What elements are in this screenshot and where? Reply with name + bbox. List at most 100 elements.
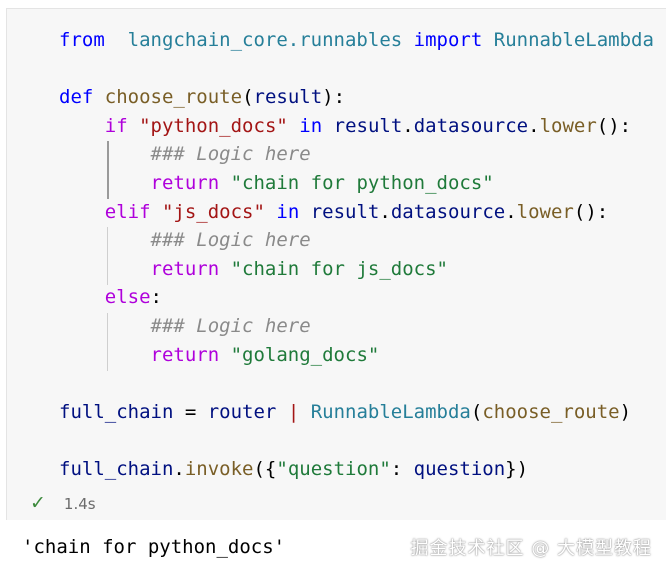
code-line: return "chain for python_docs" bbox=[59, 169, 654, 198]
code-line: from langchain_core.runnables import Run… bbox=[59, 26, 654, 55]
code-token bbox=[276, 401, 287, 423]
code-token bbox=[128, 115, 139, 137]
code-token: (): bbox=[596, 114, 632, 137]
code-token bbox=[59, 201, 105, 223]
code-token bbox=[219, 344, 230, 366]
code-token: question bbox=[413, 457, 506, 480]
code-token: in bbox=[299, 114, 323, 137]
code-token: ( bbox=[470, 400, 483, 423]
code-token: "chain for python_docs" bbox=[230, 171, 494, 194]
code-token bbox=[59, 115, 105, 137]
code-token bbox=[288, 115, 299, 137]
code-token: full_chain bbox=[59, 400, 174, 423]
code-token: ): bbox=[322, 86, 346, 109]
code-token: ### Logic here bbox=[150, 143, 311, 166]
code-token: result bbox=[310, 200, 380, 223]
watermark: 掘金技术社区 @ 大模型教程 bbox=[410, 538, 652, 559]
code-token bbox=[93, 86, 104, 108]
code-token bbox=[402, 29, 413, 51]
cell-status: ✓ 1.4s bbox=[30, 494, 96, 513]
indent-guide-active bbox=[107, 141, 109, 199]
code-line: return "chain for js_docs" bbox=[59, 255, 654, 284]
indent-guide bbox=[107, 227, 108, 285]
code-token: . bbox=[505, 200, 517, 223]
code-token bbox=[59, 172, 151, 194]
code-token: router bbox=[207, 400, 277, 423]
code-token: . bbox=[528, 114, 540, 137]
code-token: ### Logic here bbox=[150, 314, 311, 337]
indent-guide bbox=[107, 313, 108, 371]
code-token: RunnableLambda bbox=[493, 29, 654, 51]
code-token: result bbox=[333, 114, 403, 137]
code-token: RunnableLambda bbox=[310, 400, 471, 423]
code-line: else: bbox=[59, 283, 654, 312]
code-token: full_chain bbox=[59, 457, 174, 480]
code-token: "python_docs" bbox=[139, 114, 288, 137]
code-token: in bbox=[276, 200, 300, 223]
code-token bbox=[299, 201, 310, 223]
code-token bbox=[59, 315, 151, 337]
code-token bbox=[59, 258, 151, 280]
code-token: . bbox=[173, 457, 185, 480]
code-line: return "golang_docs" bbox=[59, 341, 654, 370]
code-line bbox=[59, 55, 654, 84]
code-token: "js_docs" bbox=[161, 200, 265, 223]
code-token bbox=[299, 401, 310, 423]
code-token: return bbox=[150, 171, 220, 194]
code-token: datasource bbox=[390, 200, 506, 223]
code-cell[interactable]: from langchain_core.runnables import Run… bbox=[6, 8, 666, 520]
code-token bbox=[219, 258, 230, 280]
code-token: ### Logic here bbox=[150, 229, 311, 252]
code-token bbox=[482, 29, 493, 51]
code-token bbox=[59, 229, 151, 251]
code-token: lower bbox=[539, 114, 597, 137]
code-line: ### Logic here bbox=[59, 312, 654, 341]
execution-time: 1.4s bbox=[63, 494, 96, 513]
code-token bbox=[219, 172, 230, 194]
code-token: }) bbox=[505, 457, 529, 480]
code-token: ({ bbox=[253, 457, 277, 480]
code-token: = bbox=[173, 400, 208, 423]
code-token bbox=[322, 115, 333, 137]
code-token bbox=[59, 286, 105, 308]
code-line: def choose_route(result): bbox=[59, 83, 654, 112]
code-line: full_chain.invoke({"question": question}… bbox=[59, 455, 654, 484]
code-token: ) bbox=[619, 400, 632, 423]
code-line: full_chain = router | RunnableLambda(cho… bbox=[59, 398, 654, 427]
code-token: import bbox=[413, 29, 483, 51]
check-icon: ✓ bbox=[30, 492, 46, 514]
code-token: langchain_core.runnables bbox=[127, 29, 403, 51]
code-token bbox=[59, 344, 151, 366]
code-token: . bbox=[379, 200, 391, 223]
code-token: datasource bbox=[413, 114, 529, 137]
code-token: if bbox=[104, 114, 128, 137]
code-line: ### Logic here bbox=[59, 140, 654, 169]
code-token: result bbox=[253, 86, 323, 109]
code-token: else bbox=[104, 286, 151, 309]
code-token: . bbox=[402, 114, 414, 137]
code-line: ### Logic here bbox=[59, 226, 654, 255]
code-token: : bbox=[390, 457, 414, 480]
code-token: "golang_docs" bbox=[230, 343, 380, 366]
code-token bbox=[151, 201, 162, 223]
code-token: | bbox=[287, 400, 300, 423]
code-token: (): bbox=[573, 200, 609, 223]
cell-output: 'chain for python_docs' bbox=[22, 536, 286, 558]
code-token: : bbox=[150, 286, 162, 309]
code-token: "chain for js_docs" bbox=[230, 257, 448, 280]
code-token: elif bbox=[104, 200, 151, 223]
code-line bbox=[59, 426, 654, 455]
code-token: "question" bbox=[276, 457, 391, 480]
code-token: return bbox=[150, 257, 220, 280]
code-token: lower bbox=[516, 200, 574, 223]
code-token: choose_route bbox=[104, 86, 243, 109]
code-token: choose_route bbox=[482, 400, 620, 423]
code-line bbox=[59, 369, 654, 398]
code-token: invoke bbox=[184, 457, 254, 480]
code-token: def bbox=[59, 86, 94, 109]
code-token: return bbox=[150, 343, 220, 366]
code-token bbox=[265, 201, 276, 223]
code-token: ( bbox=[242, 86, 254, 109]
code-editor[interactable]: from langchain_core.runnables import Run… bbox=[59, 26, 654, 484]
code-token: from bbox=[59, 29, 105, 51]
